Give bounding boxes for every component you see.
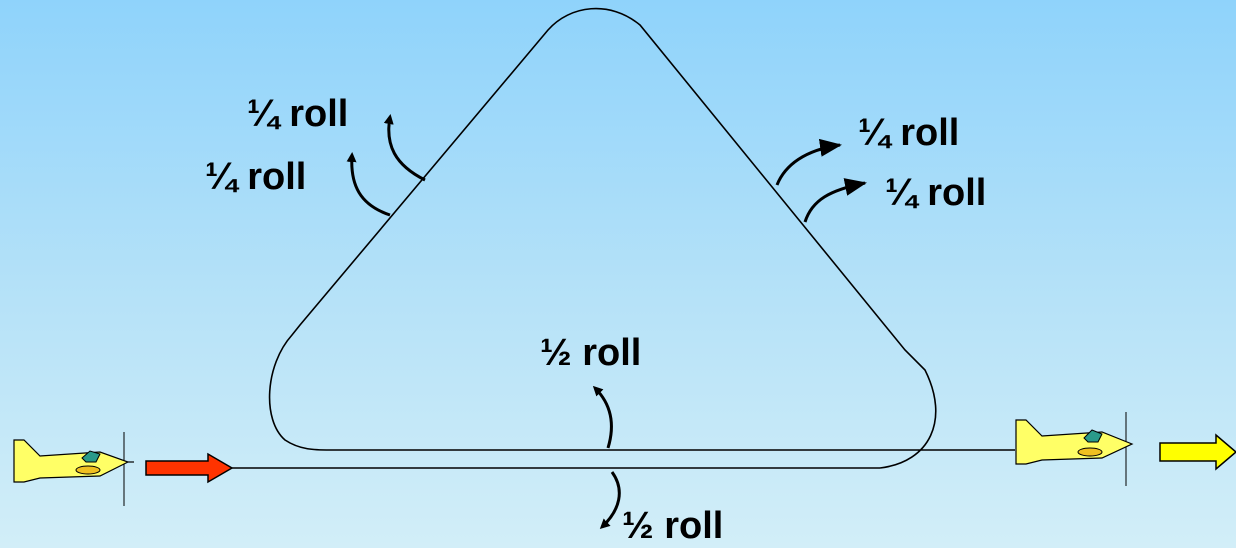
roll-arrow-right-upper [775, 138, 842, 186]
roll-arrow-bottom [599, 471, 621, 530]
exit-arrow [1159, 433, 1236, 471]
roll-label-left-lower: ¼ roll [205, 156, 307, 198]
exit-airplane-icon [1015, 412, 1134, 486]
roll-label-right-upper: ¼ roll [858, 112, 960, 154]
entry-arrow [145, 452, 234, 484]
roll-label-center: ½ roll [540, 332, 642, 374]
flight-path [230, 7, 1015, 469]
roll-arrows [346, 114, 867, 530]
looping-triangle [268, 7, 1015, 469]
roll-label-right-lower: ¼ roll [885, 172, 987, 214]
entry-airplane-icon [13, 432, 134, 506]
roll-arrow-center [592, 385, 614, 449]
roll-label-bottom: ½ roll [622, 505, 724, 547]
roll-label-left-upper: ¼ roll [247, 93, 349, 135]
roll-arrow-left-upper [383, 114, 426, 182]
roll-arrow-left-lower [346, 152, 391, 217]
roll-arrow-right-lower [803, 178, 867, 223]
